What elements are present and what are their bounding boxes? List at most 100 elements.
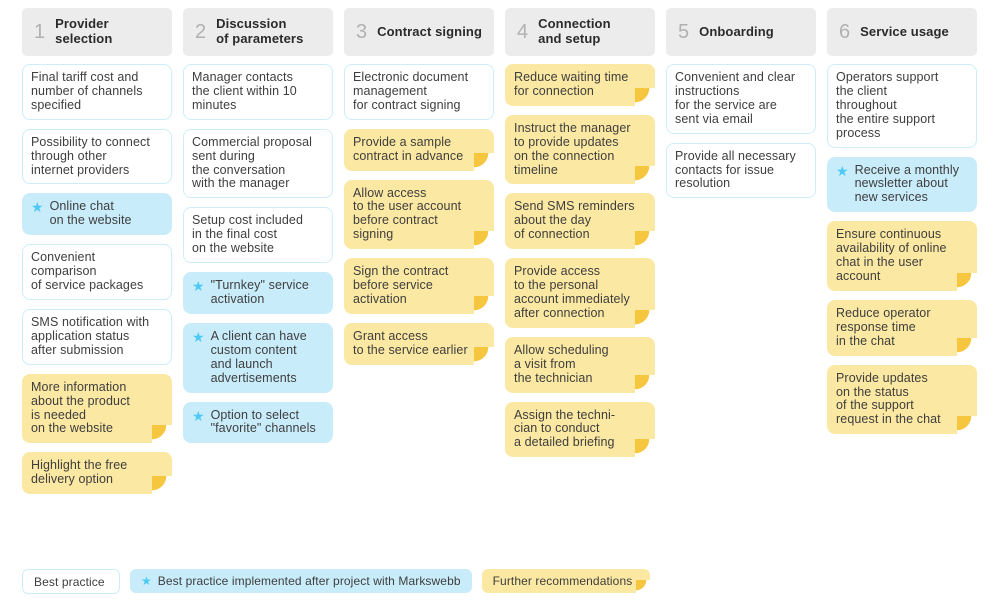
card-text: Option to select "favorite" channels [210,407,316,436]
card-recommendation: Instruct the manager to provide updates … [505,114,655,185]
card-best: Provide all necessary contacts for issue… [666,142,816,199]
card-text: Best practice [34,574,105,589]
card-text: Possibility to connect through other int… [31,134,150,177]
card-best: Manager contacts the client within 10 mi… [183,64,333,120]
stage-header: 1 Provider selection [22,8,172,56]
card-recommendation: Provide a sample contract in advance [344,128,494,171]
stage-number: 1 [34,21,46,43]
card-text: A client can have custom content and lau… [210,328,307,385]
stage-number: 5 [678,21,690,43]
card-recommendation: Sign the contract before service activat… [344,258,494,314]
card-recommendation: Ensure continuous availability of online… [827,221,977,291]
card-text: Setup cost included in the final cost on… [192,213,304,256]
card-text: Convenient and clear instructions for th… [675,70,796,126]
card-implemented: ★ "Turnkey" service activation [183,272,333,314]
card-recommendation: Send SMS reminders about the day of conn… [505,193,655,250]
card-text: Online chat on the website [49,199,132,228]
stage-header: 4 Connection and setup [505,8,655,56]
card-recommendation: Highlight the free delivery option [22,452,172,495]
card-text: Provide access to the personal account i… [514,264,630,320]
card-text: Sign the contract before service activat… [353,264,449,306]
card-best: Operators support the client throughout … [827,64,977,148]
star-icon: ★ [192,407,205,424]
card-text: Final tariff cost and number of channels… [31,70,143,112]
card-text: Assign the techni- cian to conduct a det… [514,407,616,450]
card-text: Electronic document management for contr… [353,70,469,112]
card-recommendation: Allow access to the user account before … [344,179,494,250]
stage-header: 5 Onboarding [666,8,816,56]
card-best: Convenient and clear instructions for th… [666,64,816,134]
card-text: Allow access to the user account before … [353,185,462,242]
card-text: Reduce waiting time for connection [514,70,629,98]
stage-title: Connection and setup [538,16,611,46]
stage-number: 2 [195,21,207,43]
card-recommendation: Further recommendations [481,569,651,593]
card-text: Provide updates on the status of the sup… [836,370,941,427]
card-recommendation: Reduce operator response time in the cha… [827,299,977,356]
card-implemented: ★ Best practice implemented after project… [130,569,472,593]
card-text: Provide a sample contract in advance [353,134,464,163]
card-recommendation: Provide access to the personal account i… [505,258,655,328]
stage-title: Onboarding [699,23,774,39]
card-text: Operators support the client throughout … [836,70,939,140]
card-implemented: ★ Online chat on the website [22,193,172,236]
star-icon: ★ [141,574,152,588]
card-text: Further recommendations [492,574,633,588]
card-implemented: ★ Receive a monthly newsletter about new … [827,156,977,213]
card-text: Convenient comparison of service package… [31,250,144,293]
stage-header: 2 Discussion of parameters [183,8,333,56]
card-best: Possibility to connect through other int… [22,128,172,185]
card-implemented: ★ Option to select "favorite" channels [183,401,333,444]
card-text: Provide all necessary contacts for issue… [675,148,796,191]
card-best: Best practice [22,569,120,594]
stage-title: Discussion of parameters [216,16,304,46]
stage-header: 3 Contract signing [344,8,494,56]
card-best: Electronic document management for contr… [344,64,494,120]
card-text: Grant access to the service earlier [353,328,468,357]
card-text: Allow scheduling a visit from the techni… [514,342,609,385]
card-text: Commercial proposal sent during the conv… [192,134,312,191]
stage-number: 4 [517,21,529,43]
card-text: Instruct the manager to provide updates … [514,120,631,177]
stage-number: 6 [839,21,851,43]
card-recommendation: Allow scheduling a visit from the techni… [505,336,655,393]
card-text: Manager contacts the client within 10 mi… [192,70,297,112]
card-recommendation: Assign the techni- cian to conduct a det… [505,401,655,458]
card-text: SMS notification with application status… [31,314,150,357]
card-recommendation: Reduce waiting time for connection [505,64,655,106]
card-recommendation: Provide updates on the status of the sup… [827,364,977,435]
card-text: Highlight the free delivery option [31,458,128,487]
card-best: Final tariff cost and number of channels… [22,64,172,120]
card-text: Reduce operator response time in the cha… [836,305,931,348]
star-icon: ★ [836,162,849,179]
stage-number: 3 [356,21,368,43]
card-implemented: ★ A client can have custom content and la… [183,322,333,393]
card-text: "Turnkey" service activation [210,278,309,306]
legend: Best practice ★ Best practice implemented … [22,569,651,594]
stage-title: Service usage [860,23,949,39]
card-text: Ensure continuous availability of online… [836,227,947,283]
card-text: Best practice implemented after project … [157,574,461,588]
stage-title: Contract signing [377,23,483,39]
star-icon: ★ [192,278,205,295]
star-icon: ★ [192,328,205,345]
card-best: SMS notification with application status… [22,308,172,365]
card-text: Receive a monthly newsletter about new s… [854,162,960,205]
card-best: Setup cost included in the final cost on… [183,207,333,264]
card-recommendation: Grant access to the service earlier [344,322,494,365]
card-text: Send SMS reminders about the day of conn… [514,199,635,242]
card-recommendation: More information about the product is ne… [22,373,172,444]
stage-title: Provider selection [55,16,113,46]
card-best: Convenient comparison of service package… [22,244,172,300]
card-best: Commercial proposal sent during the conv… [183,128,333,199]
star-icon: ★ [31,199,44,216]
stage-header: 6 Service usage [827,8,977,56]
card-text: More information about the product is ne… [31,379,130,436]
